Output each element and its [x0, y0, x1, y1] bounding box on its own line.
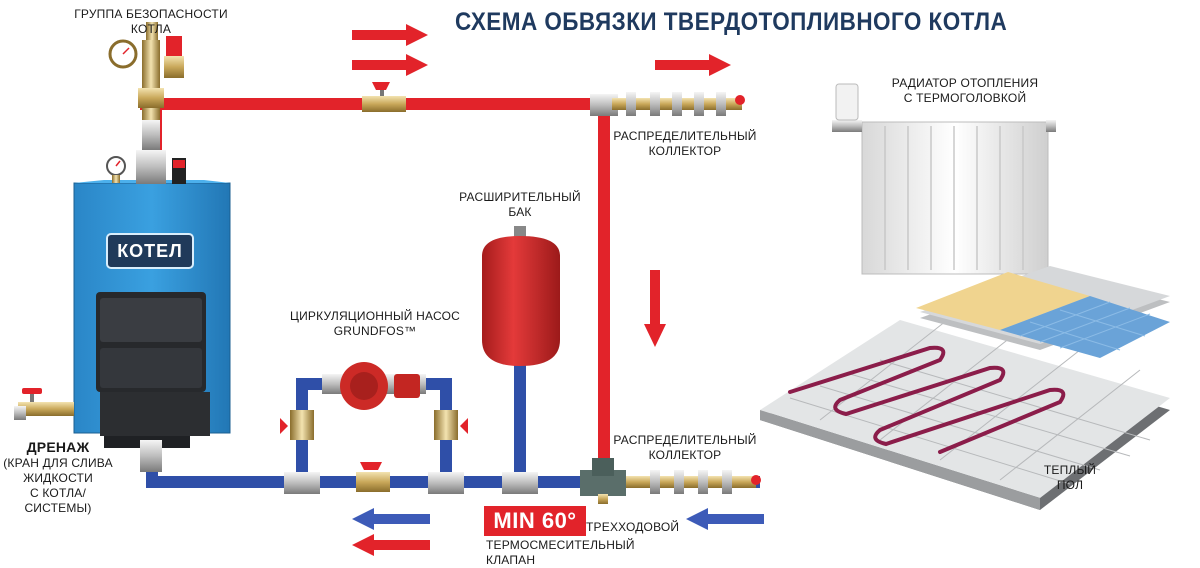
- diagram-title: СХЕМА ОБВЯЗКИ ТВЕРДОТОПЛИВНОГО КОТЛА: [455, 8, 1008, 36]
- pump-label: ЦИРКУЛЯЦИОННЫЙ НАСОС GRUNDFOS™: [290, 309, 460, 339]
- circulation-pump: [322, 362, 426, 410]
- safety-group-label: ГРУППА БЕЗОПАСНОСТИ КОТЛА: [74, 7, 228, 36]
- drain-label: ДРЕНАЖ (КРАН ДЛЯ СЛИВА ЖИДКОСТИ С КОТЛА/…: [0, 439, 116, 516]
- arrow-left-icon: [686, 508, 764, 530]
- top-collector-label: РАСПРЕДЕЛИТЕЛЬНЫЙ КОЛЛЕКТОР: [612, 129, 758, 159]
- expansion-tank-label-line2: БАК: [508, 205, 532, 219]
- pump-label-line1: ЦИРКУЛЯЦИОННЫЙ НАСОС: [290, 309, 460, 323]
- valve-label-line2: ТЕРМОСМЕСИТЕЛЬНЫЙ КЛАПАН: [486, 538, 635, 567]
- safety-group: [108, 22, 184, 150]
- top-ball-valve: [362, 82, 406, 112]
- drain-label-line1: ДРЕНАЖ: [26, 439, 90, 455]
- floor-heating-label-line1: ТЕПЛЫЙ: [1043, 463, 1097, 477]
- radiator-label-line1: РАДИАТОР ОТОПЛЕНИЯ: [891, 76, 1039, 90]
- min-temperature-badge: MIN 60°: [484, 506, 586, 536]
- expansion-tank-label-line1: РАСШИРИТЕЛЬНЫЙ: [459, 190, 581, 204]
- expansion-tank-label: РАСШИРИТЕЛЬНЫЙ БАК: [456, 190, 584, 220]
- bottom-collector: [626, 470, 761, 494]
- drain-label-line3: ЖИДКОСТИ: [23, 471, 93, 485]
- radiator-label: РАДИАТОР ОТОПЛЕНИЯ С ТЕРМОГОЛОВКОЙ: [880, 76, 1050, 106]
- arrow-left-icon: [352, 534, 430, 556]
- bottom-collector-label-line1: РАСПРЕДЕЛИТЕЛЬНЫЙ: [613, 433, 757, 447]
- radiator-label-line2: С ТЕРМОГОЛОВКОЙ: [903, 91, 1027, 105]
- arrow-left-icon: [352, 508, 430, 530]
- bottom-collector-label: РАСПРЕДЕЛИТЕЛЬНЫЙ КОЛЛЕКТОР: [612, 433, 758, 463]
- top-collector-label-line2: КОЛЛЕКТОР: [648, 144, 722, 158]
- arrow-right-icon: [655, 54, 731, 76]
- pump-label-line2: GRUNDFOS™: [333, 324, 417, 338]
- drain-label-line4: С КОТЛА/СИСТЕМЫ): [24, 486, 92, 515]
- top-collector-label-line1: РАСПРЕДЕЛИТЕЛЬНЫЙ: [613, 129, 757, 143]
- drain-label-line2: (КРАН ДЛЯ СЛИВА: [3, 456, 113, 470]
- arrow-right-icon: [352, 24, 428, 46]
- flow-arrows: [352, 24, 764, 556]
- valve-label-line1: ТРЕХХОДОВОЙ: [586, 520, 680, 534]
- arrow-down-icon: [644, 270, 666, 347]
- drain-valve: [14, 388, 74, 420]
- three-way-valve: [580, 458, 626, 504]
- expansion-tank: [482, 226, 560, 366]
- radiator: [832, 83, 1056, 275]
- underfloor-heating: [760, 266, 1170, 510]
- top-collector: [612, 92, 745, 116]
- bottom-collector-label-line2: КОЛЛЕКТОР: [648, 448, 722, 462]
- floor-heating-label-line2: ПОЛ: [1056, 478, 1084, 492]
- lower-fittings: [140, 410, 538, 494]
- boiler-label: КОТЕЛ: [106, 233, 194, 269]
- floor-heating-label: ТЕПЛЫЙ ПОЛ: [1030, 463, 1110, 493]
- arrow-right-icon: [352, 54, 428, 76]
- tee-fitting: [590, 94, 618, 116]
- boiler: [73, 150, 231, 448]
